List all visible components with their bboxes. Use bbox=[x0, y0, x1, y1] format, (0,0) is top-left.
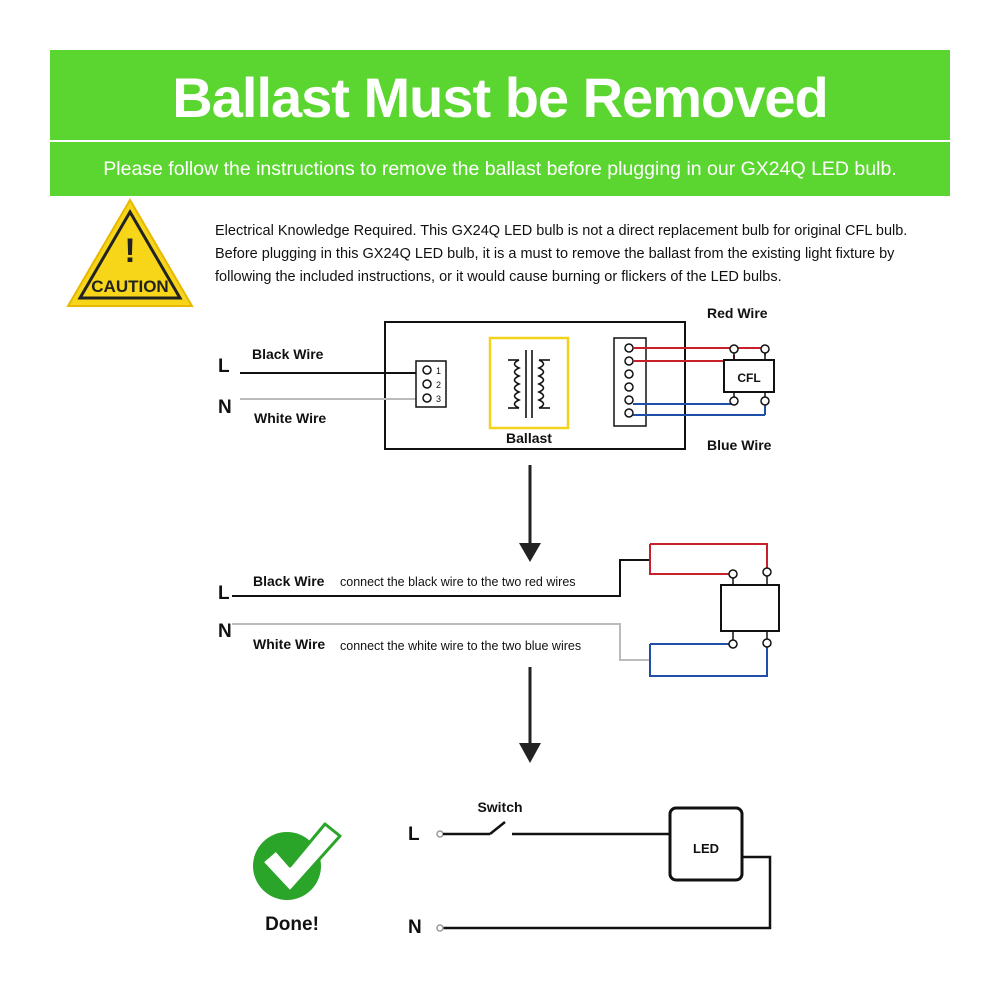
d2-white-wire-label: White Wire bbox=[253, 636, 325, 652]
led-bulb bbox=[668, 806, 744, 882]
terminal-2-label: 2 bbox=[436, 380, 441, 390]
terminal-1-label: 1 bbox=[436, 366, 441, 376]
d1-l-label: L bbox=[218, 356, 230, 377]
check-icon bbox=[253, 822, 342, 900]
fixture-box bbox=[384, 321, 686, 450]
diagram-done: Done! L N Switch LED bbox=[253, 799, 772, 938]
caution-text: Electrical Knowledge Required. This GX24… bbox=[215, 223, 908, 285]
ballast-frame bbox=[488, 336, 570, 430]
d2-white-wire bbox=[232, 623, 650, 661]
d2-l-label: L bbox=[218, 583, 230, 604]
terminal-3-label: 3 bbox=[436, 394, 441, 404]
d2-lamp-socket bbox=[720, 584, 780, 632]
caution-badge: CAUTION bbox=[91, 277, 168, 296]
d1-n-label: N bbox=[218, 397, 232, 418]
d2-black-note: connect the black wire to the two red wi… bbox=[340, 575, 576, 589]
d2-black-wire bbox=[232, 559, 650, 597]
d1-white-wire-label: White Wire bbox=[254, 410, 326, 426]
cfl-bulb bbox=[723, 359, 775, 393]
ballast-label: Ballast bbox=[506, 430, 552, 446]
arrow-down-icon bbox=[519, 465, 541, 562]
caution-icon: ! CAUTION bbox=[66, 198, 194, 307]
led-label: LED bbox=[693, 841, 719, 856]
d2-black-wire-label: Black Wire bbox=[253, 573, 325, 589]
done-label: Done! bbox=[265, 914, 319, 935]
transformer-icon bbox=[508, 350, 550, 418]
d2-white-note: connect the white wire to the two blue w… bbox=[340, 639, 581, 653]
switch-label: Switch bbox=[477, 799, 522, 815]
diagram-before: L N Black Wire White Wire 1 2 3 Ballast bbox=[218, 305, 775, 453]
banner-divider bbox=[50, 140, 950, 142]
caution-mark: ! bbox=[124, 232, 135, 270]
blue-wire-label: Blue Wire bbox=[707, 437, 772, 453]
d1-black-wire-label: Black Wire bbox=[252, 346, 324, 362]
switch-lever bbox=[489, 821, 506, 835]
arrow-down-icon-2 bbox=[519, 667, 541, 763]
red-wire-label: Red Wire bbox=[707, 305, 768, 321]
header-subbanner: Please follow the instructions to remove… bbox=[50, 142, 950, 196]
cfl-label: CFL bbox=[737, 371, 760, 385]
diagram-rewire: L N Black Wire connect the black wire to… bbox=[218, 543, 780, 677]
page-subtitle: Please follow the instructions to remove… bbox=[103, 158, 897, 180]
page-title: Ballast Must be Removed bbox=[172, 66, 828, 129]
d3-l-label: L bbox=[408, 824, 420, 845]
d3-n-label: N bbox=[408, 917, 422, 938]
d2-n-label: N bbox=[218, 621, 232, 642]
